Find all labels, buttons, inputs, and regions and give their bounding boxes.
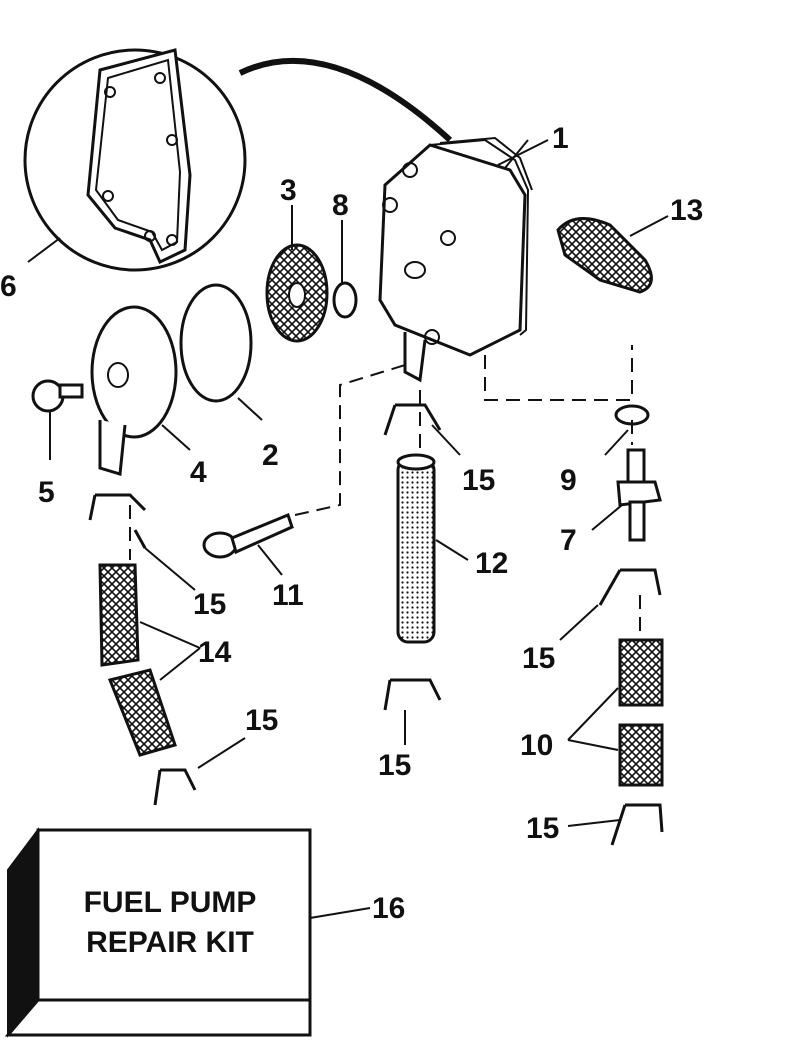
callout-15-top: 15 [462, 464, 495, 497]
callout-5: 5 [38, 476, 55, 509]
callout-16: 16 [372, 892, 405, 925]
fitting-hoses [567, 638, 664, 787]
callout-3: 3 [280, 174, 297, 207]
callout-8: 8 [332, 189, 349, 222]
short-fuel-hoses [98, 563, 201, 757]
fuel-pump-body [378, 136, 533, 383]
callout-12: 12 [475, 547, 508, 580]
small-o-ring [332, 220, 358, 319]
callout-11: 11 [272, 579, 304, 612]
callout-15-right-mid: 15 [522, 642, 555, 675]
detail-circle-gasket [23, 48, 453, 272]
repair-kit-box [4, 827, 371, 1038]
alignment-lines [129, 345, 641, 640]
leader-1 [497, 139, 549, 166]
callout-4: 4 [190, 456, 207, 489]
kit-label-line1: FUEL PUMP [84, 886, 257, 919]
kit-label-line2: REPAIR KIT [86, 926, 254, 959]
callout-15-right-bottom: 15 [526, 812, 559, 845]
hose-clamps [88, 403, 664, 846]
callout-10: 10 [520, 729, 553, 762]
callout-2: 2 [262, 439, 279, 472]
mounting-screw [202, 513, 294, 576]
callout-9: 9 [560, 464, 577, 497]
callout-13: 13 [670, 194, 703, 227]
callout-14: 14 [198, 636, 232, 669]
callout-15-left: 15 [193, 588, 226, 621]
long-fuel-hose [396, 453, 469, 644]
callout-1: 1 [552, 122, 569, 155]
cover-screw [31, 379, 84, 460]
large-o-ring [179, 283, 263, 421]
callout-15-left-bottom: 15 [245, 704, 278, 737]
fuel-fitting [591, 448, 662, 542]
fitting-o-ring [604, 404, 650, 456]
filter-screen [265, 205, 329, 343]
callout-6: 6 [0, 270, 17, 303]
callout-15-center-bottom: 15 [378, 749, 411, 782]
callout-7: 7 [560, 524, 577, 557]
check-valve-plate [556, 215, 669, 294]
pump-cover [90, 305, 191, 476]
